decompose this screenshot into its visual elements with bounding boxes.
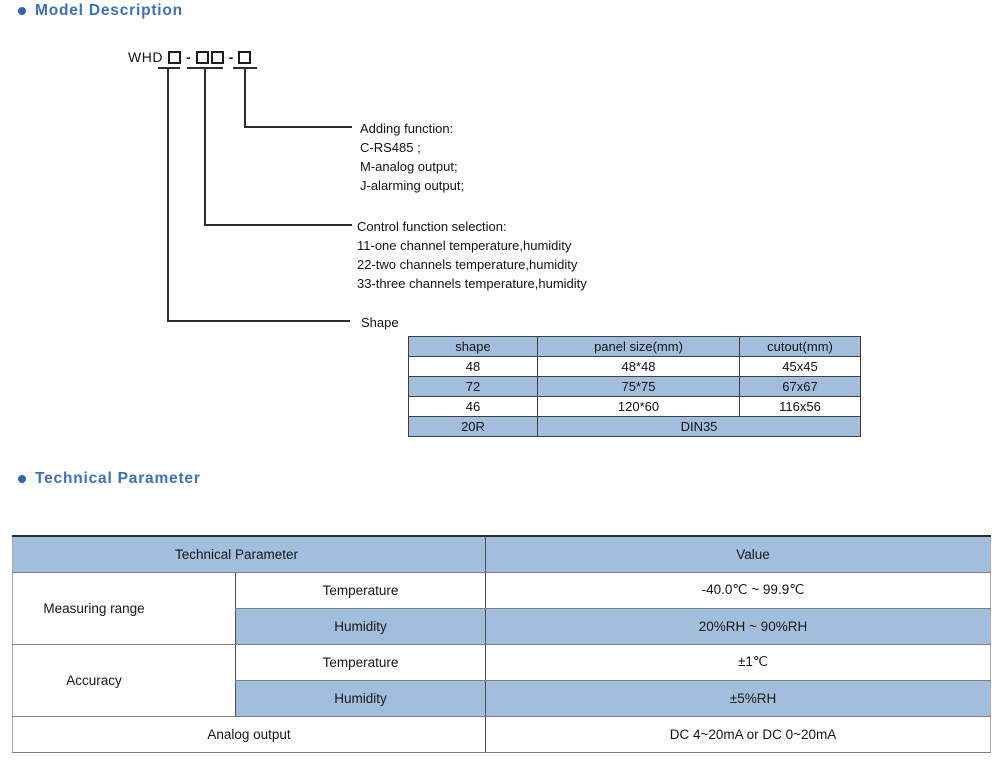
- callout-title: Adding function:: [360, 121, 454, 136]
- callout-line: 33-three channels temperature,humidity: [357, 276, 587, 291]
- shape-cell: 46: [408, 396, 538, 417]
- shape-cell: 72: [408, 376, 538, 397]
- bullet-icon: [18, 7, 26, 15]
- section-heading-technical-parameter: Technical Parameter: [18, 470, 201, 488]
- shape-table-header: cutout(mm): [739, 336, 861, 357]
- shape-cell: 48: [408, 356, 538, 377]
- tech-header-value: Value: [485, 536, 991, 573]
- shape-table-row: 46 120*60 116x56: [408, 396, 861, 417]
- model-prefix: WHD: [128, 49, 163, 65]
- model-box-icon: [167, 50, 181, 64]
- leader-hline-shape: [167, 320, 350, 322]
- callout-line: M-analog output;: [360, 159, 458, 174]
- callout-line: 22-two channels temperature,humidity: [357, 257, 578, 272]
- value-analog-output: DC 4~20mA or DC 0~20mA: [485, 716, 991, 753]
- group-label-measuring-range: Measuring range: [12, 572, 236, 645]
- tech-table-row: Analog output DC 4~20mA or DC 0~20mA: [12, 716, 991, 753]
- value-humidity-accuracy: ±5%RH: [485, 680, 991, 717]
- tech-table-row: Accuracy Temperature ±1℃: [12, 644, 991, 717]
- tech-table-header-row: Technical Parameter Value: [12, 536, 991, 573]
- cutout-cell: 116x56: [739, 396, 861, 417]
- leader-line-adding: [244, 68, 246, 128]
- shape-table-row: 20R DIN35: [408, 416, 861, 437]
- group-label-analog-output: Analog output: [12, 716, 486, 753]
- callout-title: Control function selection:: [357, 219, 507, 234]
- sub-label-temperature: Temperature: [235, 572, 486, 609]
- leader-hline-control: [204, 224, 352, 226]
- leader-line-control: [204, 68, 206, 226]
- model-dash: -: [228, 49, 234, 65]
- tech-table-row: Humidity 20%RH ~ 90%RH: [13, 608, 991, 645]
- value-humidity-range: 20%RH ~ 90%RH: [485, 608, 991, 645]
- sub-label-humidity: Humidity: [235, 608, 486, 645]
- model-box-icon: [238, 50, 252, 64]
- sub-label-temperature: Temperature: [235, 644, 486, 681]
- value-temperature-accuracy: ±1℃: [485, 644, 991, 681]
- leader-hline-adding: [244, 126, 352, 128]
- panel-size-cell: 75*75: [537, 376, 740, 397]
- shape-cell: 20R: [408, 416, 538, 437]
- section-title: Technical Parameter: [35, 470, 201, 487]
- callout-line: C-RS485 ;: [360, 140, 421, 155]
- model-box-icon: [210, 50, 224, 64]
- value-temperature-range: -40.0℃ ~ 99.9℃: [485, 572, 991, 609]
- tech-table-row: Humidity ±5%RH: [13, 680, 991, 717]
- group-label-accuracy: Accuracy: [12, 644, 236, 717]
- sub-label-humidity: Humidity: [235, 680, 486, 717]
- callout-adding-function: Adding function: C-RS485 ; M-analog outp…: [360, 119, 464, 195]
- callout-line: J-alarming output;: [360, 178, 465, 193]
- shape-table-header-row: shape panel size(mm) cutout(mm): [408, 336, 861, 357]
- bullet-icon: [18, 475, 26, 483]
- section-heading-model-description: Model Description: [18, 2, 183, 20]
- shape-table-header: panel size(mm): [537, 336, 740, 357]
- din-cell: DIN35: [537, 416, 861, 437]
- shape-table: shape panel size(mm) cutout(mm) 48 48*48…: [408, 336, 861, 437]
- callout-shape-label: Shape: [361, 315, 399, 330]
- technical-parameter-table: Technical Parameter Value Measuring rang…: [12, 535, 991, 753]
- shape-table-row: 72 75*75 67x67: [408, 376, 861, 397]
- model-dash: -: [185, 49, 191, 65]
- underline-bar-shape: [158, 67, 180, 69]
- callout-line: 11-one channel temperature,humidity: [357, 238, 572, 253]
- tech-table-row: Measuring range Temperature -40.0℃ ~ 99.…: [12, 572, 991, 645]
- cutout-cell: 45x45: [739, 356, 861, 377]
- callout-control-function: Control function selection: 11-one chann…: [357, 217, 587, 293]
- shape-table-row: 48 48*48 45x45: [408, 356, 861, 377]
- cutout-cell: 67x67: [739, 376, 861, 397]
- section-title: Model Description: [35, 2, 183, 19]
- tech-header-parameter: Technical Parameter: [12, 536, 486, 573]
- shape-table-header: shape: [408, 336, 538, 357]
- panel-size-cell: 48*48: [537, 356, 740, 377]
- model-code: WHD - -: [128, 49, 252, 65]
- panel-size-cell: 120*60: [537, 396, 740, 417]
- leader-line-shape: [167, 68, 169, 322]
- model-box-icon: [195, 50, 209, 64]
